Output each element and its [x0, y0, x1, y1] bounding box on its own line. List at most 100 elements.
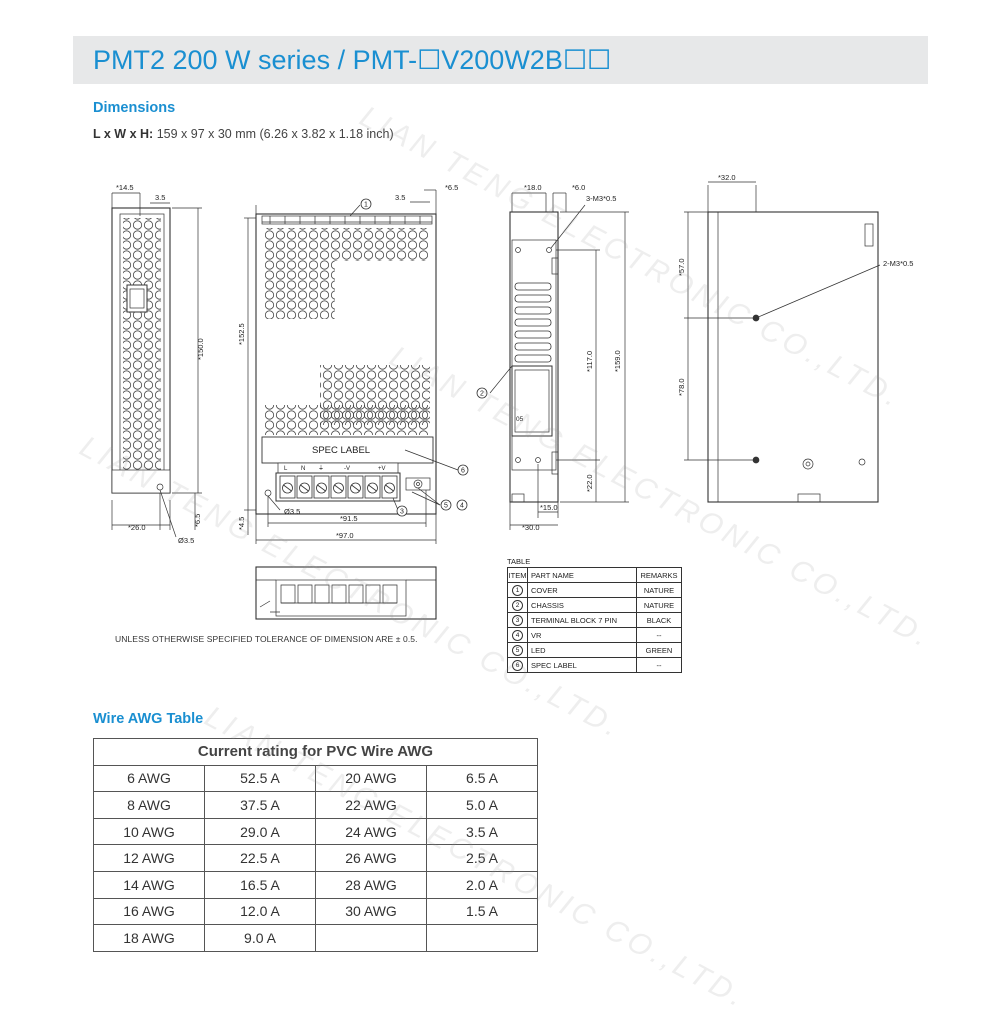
- awg-size: 18 AWG: [93, 924, 205, 952]
- dim-front-1525: *152.5: [237, 323, 246, 345]
- awg-current: 22.5 A: [204, 844, 316, 872]
- dim-side-1500: *150.0: [196, 338, 205, 360]
- part-name: SPEC LABEL: [527, 657, 637, 673]
- dimensions-line: L x W x H: 159 x 97 x 30 mm (6.26 x 3.82…: [93, 127, 394, 141]
- terminal-plus-v: +V: [378, 466, 386, 472]
- table-row: 1 COVER NATURE: [507, 582, 682, 598]
- part-name: CHASSIS: [527, 597, 637, 613]
- dim-front-35: 3.5: [395, 193, 405, 202]
- header-item: ITEM: [507, 567, 528, 583]
- dim-side-35: 3.5: [155, 193, 165, 202]
- dim-side-260: *26.0: [128, 523, 146, 532]
- dim-end-300: *30.0: [522, 523, 540, 532]
- item-number: 3: [512, 614, 523, 626]
- item-number: 6: [512, 659, 523, 671]
- dim-side-hole: Ø3.5: [178, 536, 194, 545]
- part-name: VR: [527, 627, 637, 643]
- callout-5: 5: [444, 503, 448, 510]
- dim-side-65: *6.5: [193, 514, 202, 527]
- awg-size: 12 AWG: [93, 844, 205, 872]
- dim-back-780: *78.0: [677, 378, 686, 396]
- part-remarks: --: [636, 657, 682, 673]
- wire-table-title: Current rating for PVC Wire AWG: [93, 738, 538, 766]
- table-row: 2 CHASSIS NATURE: [507, 597, 682, 613]
- header-remarks: REMARKS: [636, 567, 682, 583]
- terminal-l: L: [284, 466, 288, 472]
- bottom-view: [255, 566, 437, 620]
- table-row: 16 AWG 12.0 A 30 AWG 1.5 A: [93, 897, 538, 926]
- item-number: 5: [512, 644, 523, 656]
- item-number: 4: [512, 629, 523, 641]
- dim-front-915: *91.5: [340, 514, 358, 523]
- lwh-value: 159 x 97 x 30 mm (6.26 x 3.82 x 1.18 inc…: [156, 127, 394, 141]
- part-name: TERMINAL BLOCK 7 PIN: [527, 612, 637, 628]
- parts-table: ITEM PART NAME REMARKS 1 COVER NATURE 2 …: [507, 567, 682, 673]
- awg-current: 9.0 A: [204, 924, 316, 952]
- part-remarks: BLACK: [636, 612, 682, 628]
- dim-end-screw: 3-M3*0.5: [586, 194, 616, 203]
- callout-2: 2: [480, 391, 484, 398]
- tolerance-note: UNLESS OTHERWISE SPECIFIED TOLERANCE OF …: [115, 634, 418, 644]
- wire-table-title-row: Current rating for PVC Wire AWG: [93, 738, 538, 766]
- dim-end-220: *22.0: [585, 474, 594, 492]
- awg-current: 2.5 A: [426, 844, 538, 872]
- awg-current: 16.5 A: [204, 870, 316, 899]
- part-name: COVER: [527, 582, 637, 598]
- dim-back-320: *32.0: [718, 173, 736, 182]
- awg-current: 29.0 A: [204, 817, 316, 846]
- awg-current: 5.0 A: [426, 791, 538, 819]
- dim-front-970: *97.0: [336, 531, 354, 540]
- side-view: [111, 192, 202, 538]
- table-row: 8 AWG 37.5 A 22 AWG 5.0 A: [93, 791, 538, 819]
- terminal-minus-v: -V: [344, 466, 350, 472]
- table-row: 6 AWG 52.5 A 20 AWG 6.5 A: [93, 764, 538, 793]
- awg-size: 22 AWG: [315, 791, 427, 819]
- dim-front-45: *4.5: [237, 517, 246, 530]
- parts-table-caption: TABLE: [507, 557, 531, 566]
- terminal-labels: L N ⏚ -V +V: [284, 465, 386, 472]
- awg-size-empty: [315, 924, 427, 952]
- end-view-mark: 05: [516, 416, 524, 423]
- table-row: 10 AWG 29.0 A 24 AWG 3.5 A: [93, 817, 538, 846]
- mechanical-drawing: *14.5 3.5 *150.0 *26.0 *6.5 Ø3.5 3.5 *6.…: [111, 173, 913, 620]
- part-name: LED: [527, 642, 637, 658]
- terminal-ground: ⏚: [318, 465, 324, 472]
- awg-size: 16 AWG: [93, 897, 205, 926]
- awg-current: 3.5 A: [426, 817, 538, 846]
- dim-back-screw: 2-M3*0.5: [883, 259, 913, 268]
- callout-1: 1: [364, 202, 368, 209]
- part-remarks: NATURE: [636, 597, 682, 613]
- dim-front-65: *6.5: [445, 183, 458, 192]
- dim-side-145: *14.5: [116, 183, 134, 192]
- awg-size: 6 AWG: [93, 764, 205, 793]
- dim-end-150: *15.0: [540, 503, 558, 512]
- awg-size: 30 AWG: [315, 897, 427, 926]
- awg-current: 6.5 A: [426, 764, 538, 793]
- awg-size: 14 AWG: [93, 870, 205, 899]
- lwh-label: L x W x H:: [93, 127, 154, 141]
- table-row: 6 SPEC LABEL --: [507, 657, 682, 673]
- awg-current-empty: [426, 924, 538, 952]
- dim-end-180: *18.0: [524, 183, 542, 192]
- awg-size: 24 AWG: [315, 817, 427, 846]
- awg-size: 26 AWG: [315, 844, 427, 872]
- parts-table-header: ITEM PART NAME REMARKS: [507, 567, 682, 583]
- wire-awg-heading: Wire AWG Table: [93, 711, 204, 727]
- awg-size: 20 AWG: [315, 764, 427, 793]
- part-remarks: GREEN: [636, 642, 682, 658]
- awg-current: 52.5 A: [204, 764, 316, 793]
- dimensions-heading: Dimensions: [93, 100, 176, 116]
- awg-current: 37.5 A: [204, 791, 316, 819]
- front-view: [244, 189, 459, 544]
- table-row: 3 TERMINAL BLOCK 7 PIN BLACK: [507, 612, 682, 628]
- end-view: [489, 192, 629, 530]
- back-view: [684, 181, 881, 503]
- terminal-n: N: [301, 466, 305, 472]
- awg-current: 1.5 A: [426, 897, 538, 926]
- part-remarks: --: [636, 627, 682, 643]
- awg-current: 12.0 A: [204, 897, 316, 926]
- callout-6: 6: [461, 468, 465, 475]
- callout-3: 3: [400, 509, 404, 516]
- dim-end-1590: *159.0: [613, 350, 622, 372]
- dim-front-hole: Ø3.5: [284, 507, 300, 516]
